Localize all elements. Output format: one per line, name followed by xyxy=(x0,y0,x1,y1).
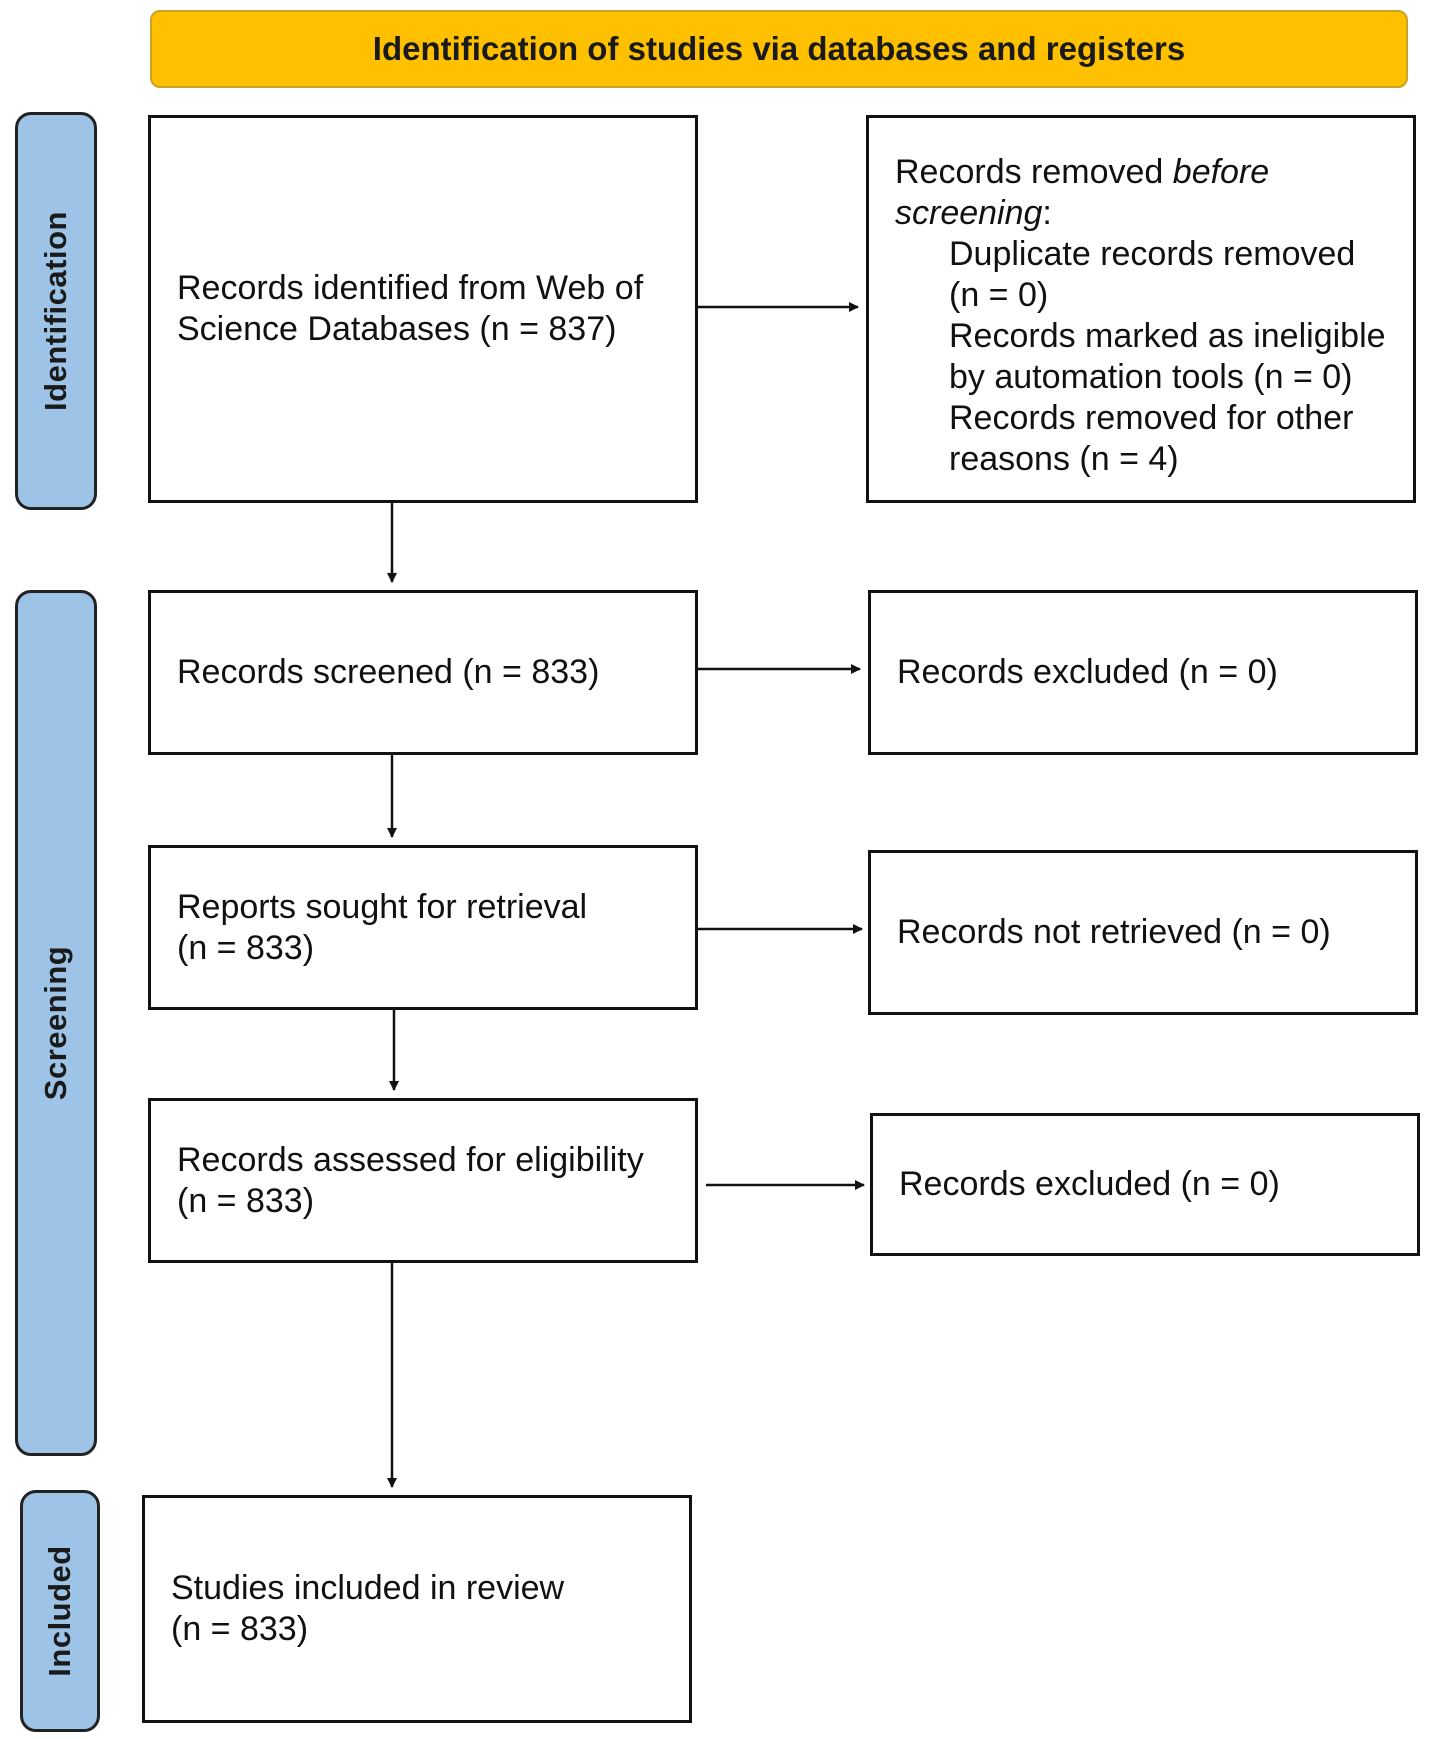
box-studies-included: Studies included in review (n = 833) xyxy=(142,1495,692,1723)
records-excluded-2-text: Records excluded (n = 0) xyxy=(899,1165,1280,1203)
records-not-retrieved-text: Records not retrieved (n = 0) xyxy=(897,913,1331,951)
box-records-identified: Records identified from Web of Science D… xyxy=(148,115,698,503)
box-records-not-retrieved: Records not retrieved (n = 0) xyxy=(868,850,1418,1015)
removed-lead2-em: screening xyxy=(895,194,1043,232)
removed-item: by automation tools (n = 0) xyxy=(949,358,1353,396)
header-banner: Identification of studies via databases … xyxy=(150,10,1408,88)
reports-sought-line2: (n = 833) xyxy=(177,928,315,967)
records-excluded-1-text: Records excluded (n = 0) xyxy=(897,653,1278,691)
records-screened-text: Records screened (n = 833) xyxy=(177,653,600,691)
removed-item: (n = 0) xyxy=(949,276,1049,314)
box-records-excluded-2: Records excluded (n = 0) xyxy=(870,1113,1420,1256)
removed-item: reasons (n = 4) xyxy=(949,440,1179,478)
removed-lead-em: before xyxy=(1172,153,1270,191)
removed-lead: Records removed xyxy=(895,153,1173,191)
removed-item: Records marked as ineligible xyxy=(949,317,1386,355)
phase-identification: Identification xyxy=(15,112,97,510)
studies-included-line1: Studies included in review xyxy=(171,1569,565,1607)
reports-sought-line1: Reports sought for retrieval xyxy=(177,887,588,926)
records-identified-line1: Records identified from Web of xyxy=(177,269,644,307)
box-records-assessed: Records assessed for eligibility (n = 83… xyxy=(148,1098,698,1263)
header-title: Identification of studies via databases … xyxy=(372,30,1186,67)
records-assessed-line1: Records assessed for eligibility xyxy=(177,1140,644,1179)
removed-item: Duplicate records removed xyxy=(949,235,1356,273)
removed-item: Records removed for other xyxy=(949,399,1354,437)
box-records-removed: Records removed before screening: Duplic… xyxy=(866,115,1416,503)
box-reports-sought: Reports sought for retrieval (n = 833) xyxy=(148,845,698,1010)
removed-lead2-colon: : xyxy=(1042,194,1052,232)
box-records-excluded-1: Records excluded (n = 0) xyxy=(868,590,1418,755)
records-assessed-line2: (n = 833) xyxy=(177,1181,315,1220)
phase-included: Included xyxy=(20,1490,100,1732)
box-records-screened: Records screened (n = 833) xyxy=(148,590,698,755)
studies-included-line2: (n = 833) xyxy=(171,1610,309,1648)
phase-screening: Screening xyxy=(15,590,97,1456)
records-identified-line2: Science Databases (n = 837) xyxy=(177,310,617,348)
